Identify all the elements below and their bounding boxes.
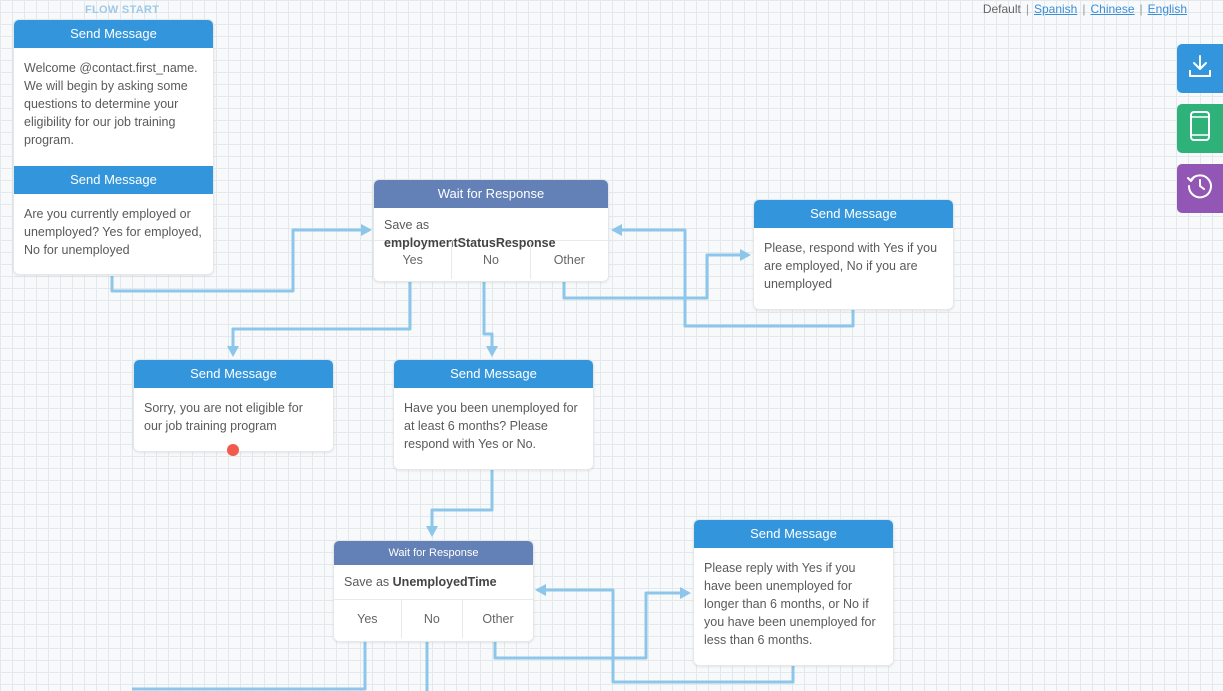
start-node[interactable]: Send Message Welcome @contact.first_name… <box>13 19 214 275</box>
arrow-head <box>426 526 438 537</box>
language-separator: | <box>1139 2 1143 16</box>
exit-list: Yes No Other <box>374 240 608 279</box>
connection-wait1-no <box>482 282 494 346</box>
language-default[interactable]: Default <box>982 2 1021 16</box>
exit-no[interactable]: No <box>452 241 531 279</box>
exit-yes[interactable]: Yes <box>334 600 402 638</box>
connection-wait1-other <box>562 253 740 300</box>
send-message-header[interactable]: Send Message <box>134 360 333 388</box>
connection-wait2-other <box>493 591 680 660</box>
connection-start-to-wait1 <box>110 228 362 293</box>
language-link-english[interactable]: English <box>1147 2 1187 16</box>
exit-other[interactable]: Other <box>482 612 514 626</box>
arrow-head <box>535 584 546 596</box>
message-text: Sorry, you are not eligible for our job … <box>144 401 303 433</box>
revision-history-icon <box>1185 171 1215 206</box>
wait-for-response-node-2[interactable]: Wait for Response Save as UnemployedTime… <box>333 540 534 642</box>
wait-for-response-node-1[interactable]: Wait for Response Save as employmentStat… <box>373 179 609 282</box>
arrow-head <box>361 224 372 236</box>
language-link-chinese[interactable]: Chinese <box>1090 2 1135 16</box>
reply-duration-message-node[interactable]: Send Message Please reply with Yes if yo… <box>693 519 894 666</box>
unemployed-duration-message-node[interactable]: Send Message Have you been unemployed fo… <box>393 359 594 470</box>
exit-other[interactable]: Other <box>553 253 585 267</box>
exit-yes[interactable]: Yes <box>374 241 453 279</box>
employment-question-text: Are you currently employed or unemployed… <box>24 207 202 257</box>
connection-reply-back <box>546 588 795 684</box>
arrow-head <box>611 224 622 236</box>
save-as-label: Save as <box>384 218 430 232</box>
message-text: Please reply with Yes if you have been u… <box>704 561 876 647</box>
employment-question-header[interactable]: Send Message <box>14 166 213 194</box>
not-eligible-message-node[interactable]: Send Message Sorry, you are not eligible… <box>133 359 334 452</box>
flow-end-dot <box>227 444 239 456</box>
save-as-label: Save as <box>344 575 390 589</box>
language-selector: Default | Spanish | Chinese | English <box>983 2 1187 16</box>
revision-history-button[interactable] <box>1177 164 1223 213</box>
arrow-head <box>680 587 691 599</box>
save-as-row: Save as employmentStatusResponse <box>374 208 608 250</box>
exit-list: Yes No Other <box>334 599 533 638</box>
download-button[interactable] <box>1177 44 1223 93</box>
welcome-message-header[interactable]: Send Message <box>14 20 213 48</box>
message-text: Have you been unemployed for at least 6 … <box>404 401 578 451</box>
wait-for-response-header[interactable]: Wait for Response <box>334 541 533 565</box>
download-icon <box>1187 53 1213 84</box>
connection-wait1-yes <box>231 282 412 346</box>
arrow-head <box>486 346 498 357</box>
connection-wait2-yes <box>132 642 367 691</box>
save-as-row: Save as UnemployedTime <box>334 565 533 599</box>
connection-unemployed-to-wait2 <box>430 470 494 526</box>
language-separator: | <box>1025 2 1029 16</box>
send-message-header[interactable]: Send Message <box>754 200 953 228</box>
welcome-message-text: Welcome @contact.first_name. We will beg… <box>24 61 198 147</box>
arrow-head <box>740 249 751 261</box>
save-as-variable: employmentStatusResponse <box>384 236 556 250</box>
language-link-spanish[interactable]: Spanish <box>1033 2 1078 16</box>
language-separator: | <box>1082 2 1086 16</box>
exit-no[interactable]: No <box>402 600 464 638</box>
phone-simulator-icon <box>1188 110 1212 147</box>
message-text: Please, respond with Yes if you are empl… <box>764 241 938 291</box>
flow-start-label: FLOW START <box>85 4 160 16</box>
send-message-header[interactable]: Send Message <box>694 520 893 548</box>
save-as-variable: UnemployedTime <box>392 575 497 589</box>
arrow-head <box>227 346 239 357</box>
connection-respond-back <box>622 228 855 328</box>
respond-message-node[interactable]: Send Message Please, respond with Yes if… <box>753 199 954 310</box>
simulator-button[interactable] <box>1177 104 1223 153</box>
wait-for-response-header[interactable]: Wait for Response <box>374 180 608 208</box>
send-message-header[interactable]: Send Message <box>394 360 593 388</box>
